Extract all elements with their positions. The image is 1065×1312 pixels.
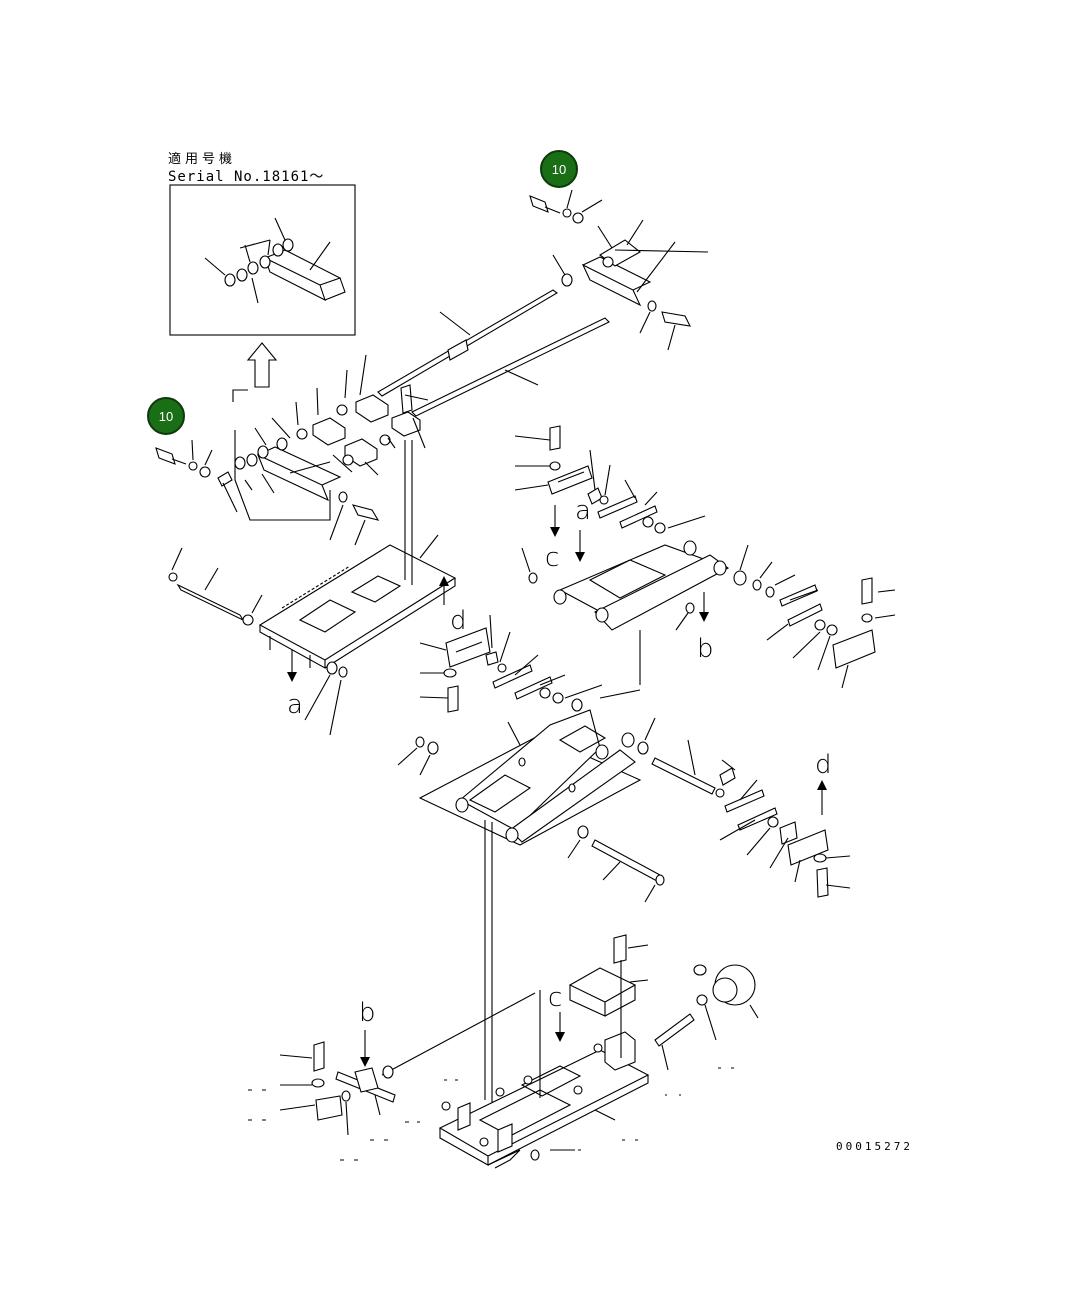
callout-label: 10 <box>551 161 567 177</box>
drawing-number: 00015272 <box>836 1140 913 1153</box>
serial-range-japanese: 適用号機 <box>168 152 237 167</box>
view-letter-b-lower: b <box>359 998 376 1028</box>
lower-scissor-frame <box>397 614 851 1105</box>
callout-label: 10 <box>158 408 174 424</box>
view-letter-b-upper: b <box>697 634 714 664</box>
seat-base-plate <box>168 440 457 736</box>
view-letter-a-left: a <box>287 690 303 720</box>
upper-scissor-frame <box>514 425 896 689</box>
view-letter-a-right: a <box>575 496 591 526</box>
serial-range-number: Serial No.18161～ <box>168 169 325 185</box>
view-letter-d-left: d <box>450 606 467 636</box>
view-letter-d-right: d <box>815 750 832 780</box>
inset-detail-box <box>169 184 356 402</box>
view-letter-c-upper: c <box>545 543 560 573</box>
callout-10-left[interactable]: 10 <box>147 397 185 435</box>
view-letter-c-lower: c <box>548 983 563 1013</box>
upper-rod-assembly <box>155 189 709 546</box>
base-frame <box>248 934 759 1169</box>
callout-10-top[interactable]: 10 <box>540 150 578 188</box>
